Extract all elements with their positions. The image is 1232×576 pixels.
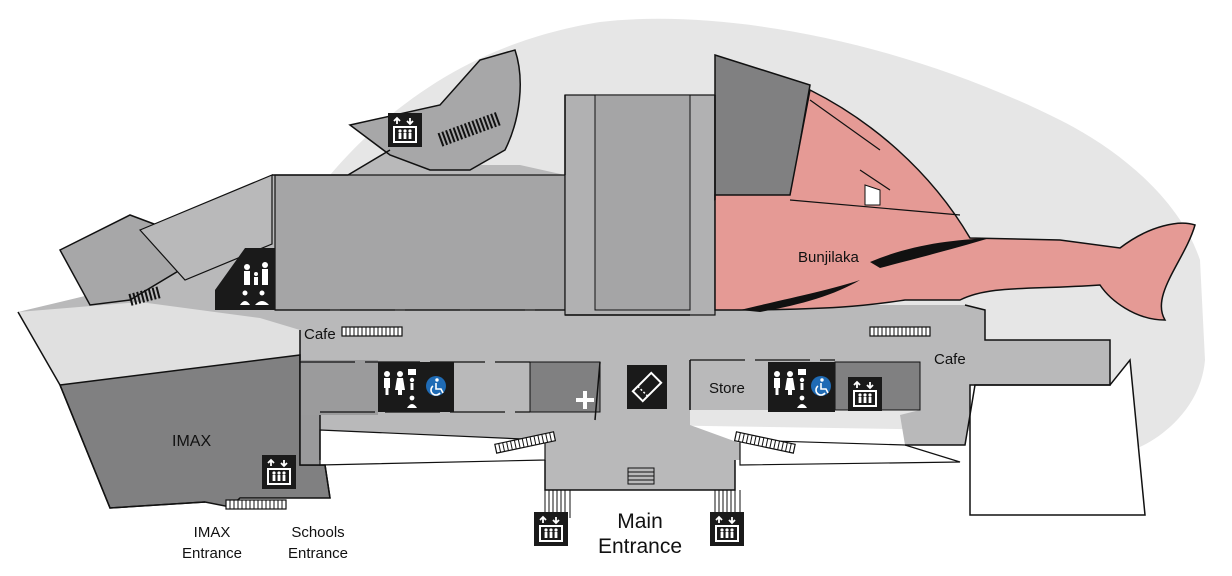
room-west-dark [300,360,378,415]
main-entrance-label-line2: Entrance [598,535,682,558]
toilets-icon [378,362,418,412]
imax-entrance-label-line1: IMAX [194,524,231,541]
lift-icon [709,511,745,547]
lift-icon [387,112,423,148]
lift-icon [533,511,569,547]
store-label: Store [709,380,745,397]
first-aid-icon [576,391,594,409]
central-block [274,174,566,311]
toilets-icon [768,362,808,412]
family-room-icon [215,248,275,310]
schools-entrance-label-line1: Schools [291,524,344,541]
bunjilaka-label: Bunjilaka [798,249,860,266]
imax-label: IMAX [172,433,211,450]
cafe-west-label: Cafe [304,326,336,343]
main-entrance-label-line1: Main [617,510,663,533]
lift-icon [847,376,883,412]
first-aid-room [529,361,601,413]
accessible-icon [418,362,454,412]
stairs-icon [128,111,881,485]
tickets-icon [627,365,667,409]
schools-entrance-label-line2: Entrance [288,545,348,562]
bunjilaka-gallery [714,88,1196,321]
imax-entrance-label-line2: Entrance [182,545,242,562]
lift-icon [261,454,297,490]
cafe-east-label: Cafe [934,351,966,368]
left-annex [18,302,300,385]
accessible-icon [808,362,835,412]
